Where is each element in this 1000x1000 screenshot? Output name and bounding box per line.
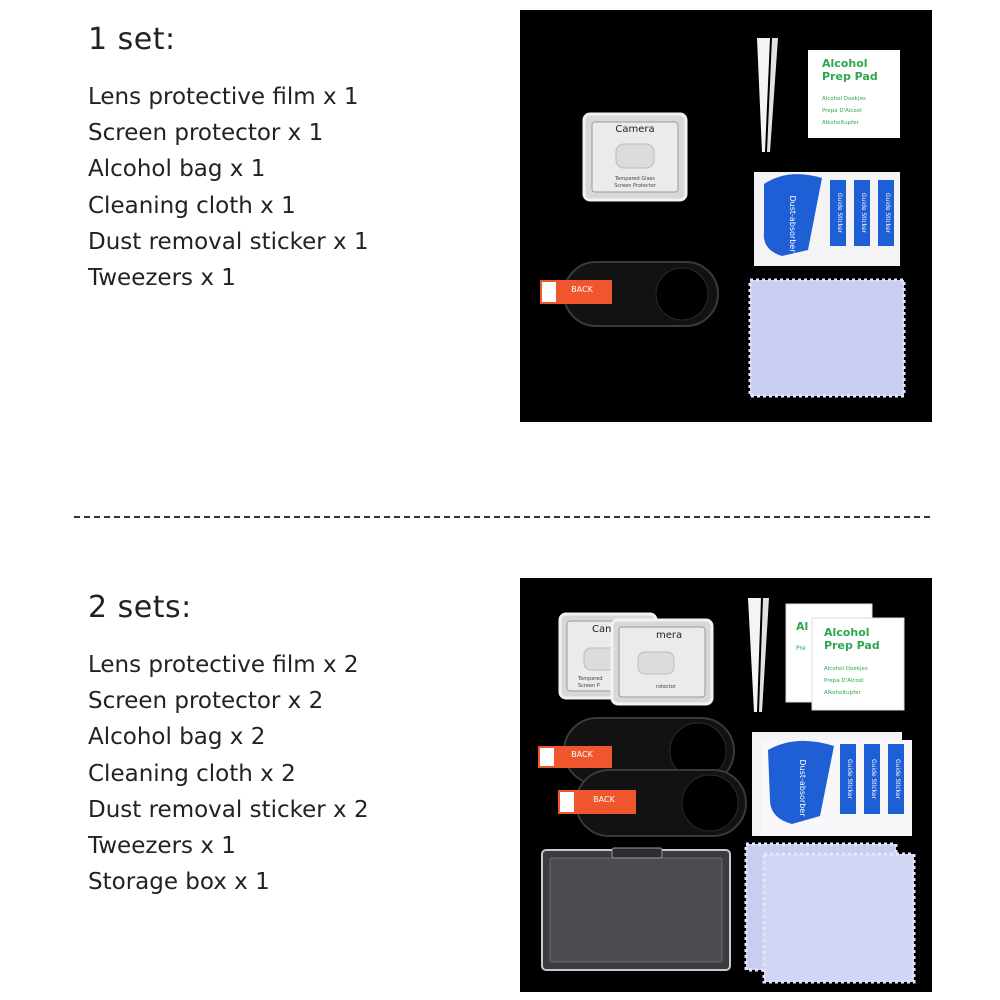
- svg-text:Alcohol: Alcohol: [824, 626, 870, 639]
- dust-removal-sticker-image: Dust-absorber Guide Sticker Guide Sticke…: [754, 172, 900, 266]
- svg-text:Guide Sticker: Guide Sticker: [846, 759, 853, 800]
- dust-removal-sticker-image: Dust-absorber Guide Sticker Guide Sticke…: [752, 732, 912, 836]
- svg-text:BACK: BACK: [571, 750, 593, 759]
- camera-label: Camera: [615, 124, 654, 135]
- section-divider: [74, 516, 930, 518]
- set-1-product-photo: Camera Tempered Glass Screen Protector A…: [520, 10, 932, 422]
- screen-protector-image: BACK BACK: [538, 717, 747, 837]
- svg-text:Screen P: Screen P: [578, 683, 600, 689]
- svg-text:rotector: rotector: [656, 684, 677, 690]
- cleaning-cloth-image: [744, 842, 916, 984]
- svg-text:Prep Pad: Prep Pad: [824, 639, 880, 652]
- svg-text:Tempered: Tempered: [577, 676, 603, 682]
- tweezers-image: [748, 598, 769, 712]
- list-item: Screen protector x 1: [88, 120, 324, 147]
- set-2-product-photo: Cam Tempered Screen P mera rotector Al P…: [520, 578, 932, 992]
- svg-text:BACK: BACK: [593, 795, 615, 804]
- list-item: Dust removal sticker x 2: [88, 796, 369, 823]
- set-1-list: 1 set: Lens protective film x 1 Screen p…: [88, 22, 369, 296]
- list-item: Alcohol bag x 1: [88, 156, 266, 183]
- svg-text:Guide Sticker: Guide Sticker: [870, 759, 877, 800]
- list-item: Alcohol bag x 2: [88, 724, 266, 751]
- back-label: BACK: [571, 285, 593, 294]
- list-item: Lens protective film x 2: [88, 652, 359, 678]
- svg-text:Alkoholtupfer: Alkoholtupfer: [822, 120, 859, 126]
- set-1-title: 1 set:: [88, 22, 176, 57]
- svg-text:Guide Sticker: Guide Sticker: [836, 193, 843, 234]
- list-item: Tweezers x 1: [88, 833, 236, 860]
- svg-text:Prepa D'Alcool: Prepa D'Alcool: [822, 108, 862, 114]
- set-1-items: Lens protective film x 1 Screen protecto…: [88, 79, 369, 296]
- screen-protector-image: BACK: [540, 261, 719, 327]
- set-2-list: 2 sets: Lens protective film x 2 Screen …: [88, 590, 369, 900]
- list-item: Dust removal sticker x 1: [88, 228, 369, 255]
- alcohol-pad-subtitle: Prep Pad: [822, 70, 878, 83]
- storage-box-image: [541, 847, 731, 971]
- svg-text:Pre: Pre: [796, 645, 806, 652]
- list-item: Cleaning cloth x 1: [88, 192, 296, 219]
- list-item: Storage box x 1: [88, 869, 270, 896]
- svg-text:Guide Sticker: Guide Sticker: [860, 193, 867, 234]
- svg-text:mera: mera: [656, 630, 682, 641]
- svg-text:Guide Sticker: Guide Sticker: [884, 193, 891, 234]
- camera-lens-film-image: Cam Tempered Screen P mera rotector: [558, 612, 714, 706]
- svg-text:Cam: Cam: [592, 624, 615, 635]
- camera-lens-film-image: Camera Tempered Glass Screen Protector: [582, 112, 688, 202]
- list-item: Cleaning cloth x 2: [88, 760, 296, 787]
- list-item: Screen protector x 2: [88, 688, 324, 715]
- svg-text:Alkoholtupfer: Alkoholtupfer: [824, 690, 861, 696]
- list-item: Tweezers x 1: [88, 265, 236, 292]
- alcohol-pad-image: Al Pre Alcohol Prep Pad Alcohol Doekjes …: [785, 603, 905, 711]
- set-2-items: Lens protective film x 2 Screen protecto…: [88, 647, 369, 900]
- tempered-glass-label: Tempered Glass: [614, 176, 655, 182]
- svg-text:Dust-absorber: Dust-absorber: [798, 759, 807, 817]
- svg-text:Al: Al: [796, 620, 808, 633]
- cleaning-cloth-image: [748, 278, 906, 398]
- tweezers-image: [757, 38, 778, 152]
- svg-text:Alcohol Doekjes: Alcohol Doekjes: [824, 666, 868, 672]
- set-2-title: 2 sets:: [88, 590, 192, 625]
- svg-text:Guide Sticker: Guide Sticker: [894, 759, 901, 800]
- alcohol-pad-title: Alcohol: [822, 57, 868, 70]
- list-item: Lens protective film x 1: [88, 84, 359, 110]
- svg-text:Prepa D'Alcool: Prepa D'Alcool: [824, 678, 864, 684]
- svg-text:Dust-absorber: Dust-absorber: [788, 195, 797, 253]
- alcohol-pad-image: Alcohol Prep Pad Alcohol Doekjes Prepa D…: [808, 50, 900, 138]
- svg-text:Alcohol Doekjes: Alcohol Doekjes: [822, 96, 866, 102]
- screen-protector-label: Screen Protector: [614, 183, 657, 189]
